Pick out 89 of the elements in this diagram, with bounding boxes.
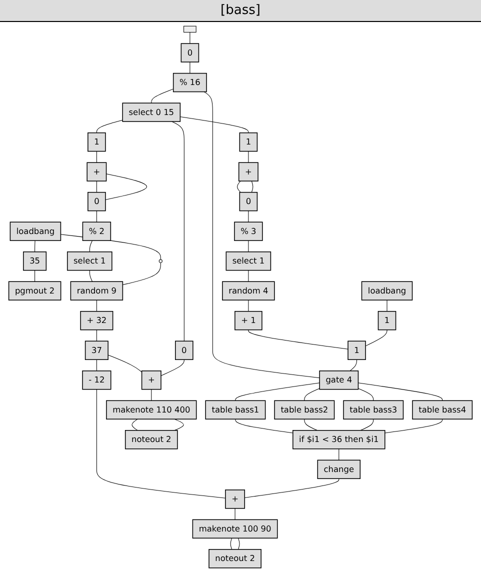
- node-box: select 1: [67, 251, 112, 271]
- node-box: if $i1 < 36 then $i1: [292, 430, 386, 450]
- node-box: change: [317, 460, 361, 479]
- node-box: table bass2: [274, 400, 335, 420]
- window-title: [bass]: [0, 0, 481, 22]
- connector: [122, 262, 161, 286]
- connector: [160, 359, 184, 376]
- connector: [108, 354, 142, 372]
- connector: [96, 389, 226, 498]
- node-box: 0: [88, 192, 106, 212]
- connector: [248, 270, 249, 282]
- connector: [358, 382, 443, 401]
- connector: [248, 300, 249, 312]
- connector: [204, 92, 320, 378]
- node-box: 1: [239, 132, 258, 152]
- connector: [174, 418, 184, 431]
- connector: [96, 300, 97, 312]
- node-box: select 1: [226, 251, 272, 271]
- connector: [180, 116, 249, 134]
- connector: [248, 210, 249, 222]
- node-box: 1: [348, 340, 366, 360]
- connector: [234, 508, 236, 520]
- connector: [105, 174, 147, 200]
- node-box: gate 4: [319, 370, 359, 390]
- connector: [96, 359, 97, 372]
- connector: [89, 240, 93, 252]
- connector: [248, 240, 249, 252]
- node-box: 0: [175, 340, 194, 360]
- connector: [350, 359, 358, 372]
- connector: [96, 120, 123, 134]
- connector: [132, 418, 138, 431]
- node-box: makenote 110 400: [106, 400, 197, 420]
- connector: [248, 330, 348, 350]
- node-box: +: [141, 370, 162, 390]
- node-box: table bass1: [205, 400, 266, 420]
- connector: [235, 382, 320, 401]
- connector: [358, 388, 374, 401]
- connector: [304, 388, 320, 401]
- connector: [248, 151, 249, 163]
- node-box: 0: [239, 192, 258, 212]
- connector: [365, 330, 388, 346]
- connector: [96, 330, 97, 342]
- connector: [89, 270, 93, 282]
- node-box: 37: [84, 340, 108, 360]
- connector: [251, 180, 254, 193]
- node-box: table bass3: [343, 400, 404, 420]
- connector: [34, 270, 36, 282]
- node-box: select 0 15: [122, 102, 181, 122]
- node-box: loadbang: [361, 281, 413, 300]
- connector: [304, 418, 318, 431]
- node-box: random 4: [222, 281, 275, 300]
- node-box: 1: [378, 310, 396, 330]
- connector: [235, 418, 294, 434]
- node-box: loadbang: [10, 222, 62, 241]
- node-box: +: [238, 162, 258, 182]
- node-box: % 2: [82, 222, 112, 241]
- connector: [238, 538, 240, 550]
- connector: [386, 300, 388, 312]
- connector: [96, 151, 97, 163]
- node-box: 1: [88, 132, 106, 152]
- node-box: noteout 2: [208, 549, 262, 568]
- connector: [34, 240, 36, 252]
- connector: [151, 389, 152, 401]
- node-box: 0: [180, 43, 200, 62]
- node-box: noteout 2: [124, 430, 178, 450]
- connector: [237, 180, 241, 193]
- connector: [384, 418, 443, 434]
- node-box: + 32: [80, 310, 114, 330]
- node-box: +: [225, 490, 246, 509]
- connector: [244, 478, 340, 498]
- connector: [360, 418, 374, 431]
- node-circle: [158, 259, 162, 263]
- node-box: makenote 100 90: [192, 519, 278, 539]
- node-box: table bass4: [412, 400, 473, 420]
- node-box: - 12: [82, 370, 112, 390]
- node-box: random 9: [70, 281, 124, 300]
- connector: [230, 538, 232, 550]
- node-box: + 1: [234, 310, 262, 330]
- node-box: % 3: [234, 222, 263, 241]
- connector: [338, 448, 340, 460]
- node-box: +: [86, 162, 107, 182]
- connector: [151, 88, 174, 104]
- node-box: % 16: [172, 72, 207, 92]
- connector: [96, 180, 97, 193]
- node-box: [184, 26, 196, 33]
- node-box: pgmout 2: [8, 281, 62, 300]
- connector: [96, 210, 97, 222]
- connector: [171, 121, 184, 342]
- node-box: 35: [23, 251, 47, 271]
